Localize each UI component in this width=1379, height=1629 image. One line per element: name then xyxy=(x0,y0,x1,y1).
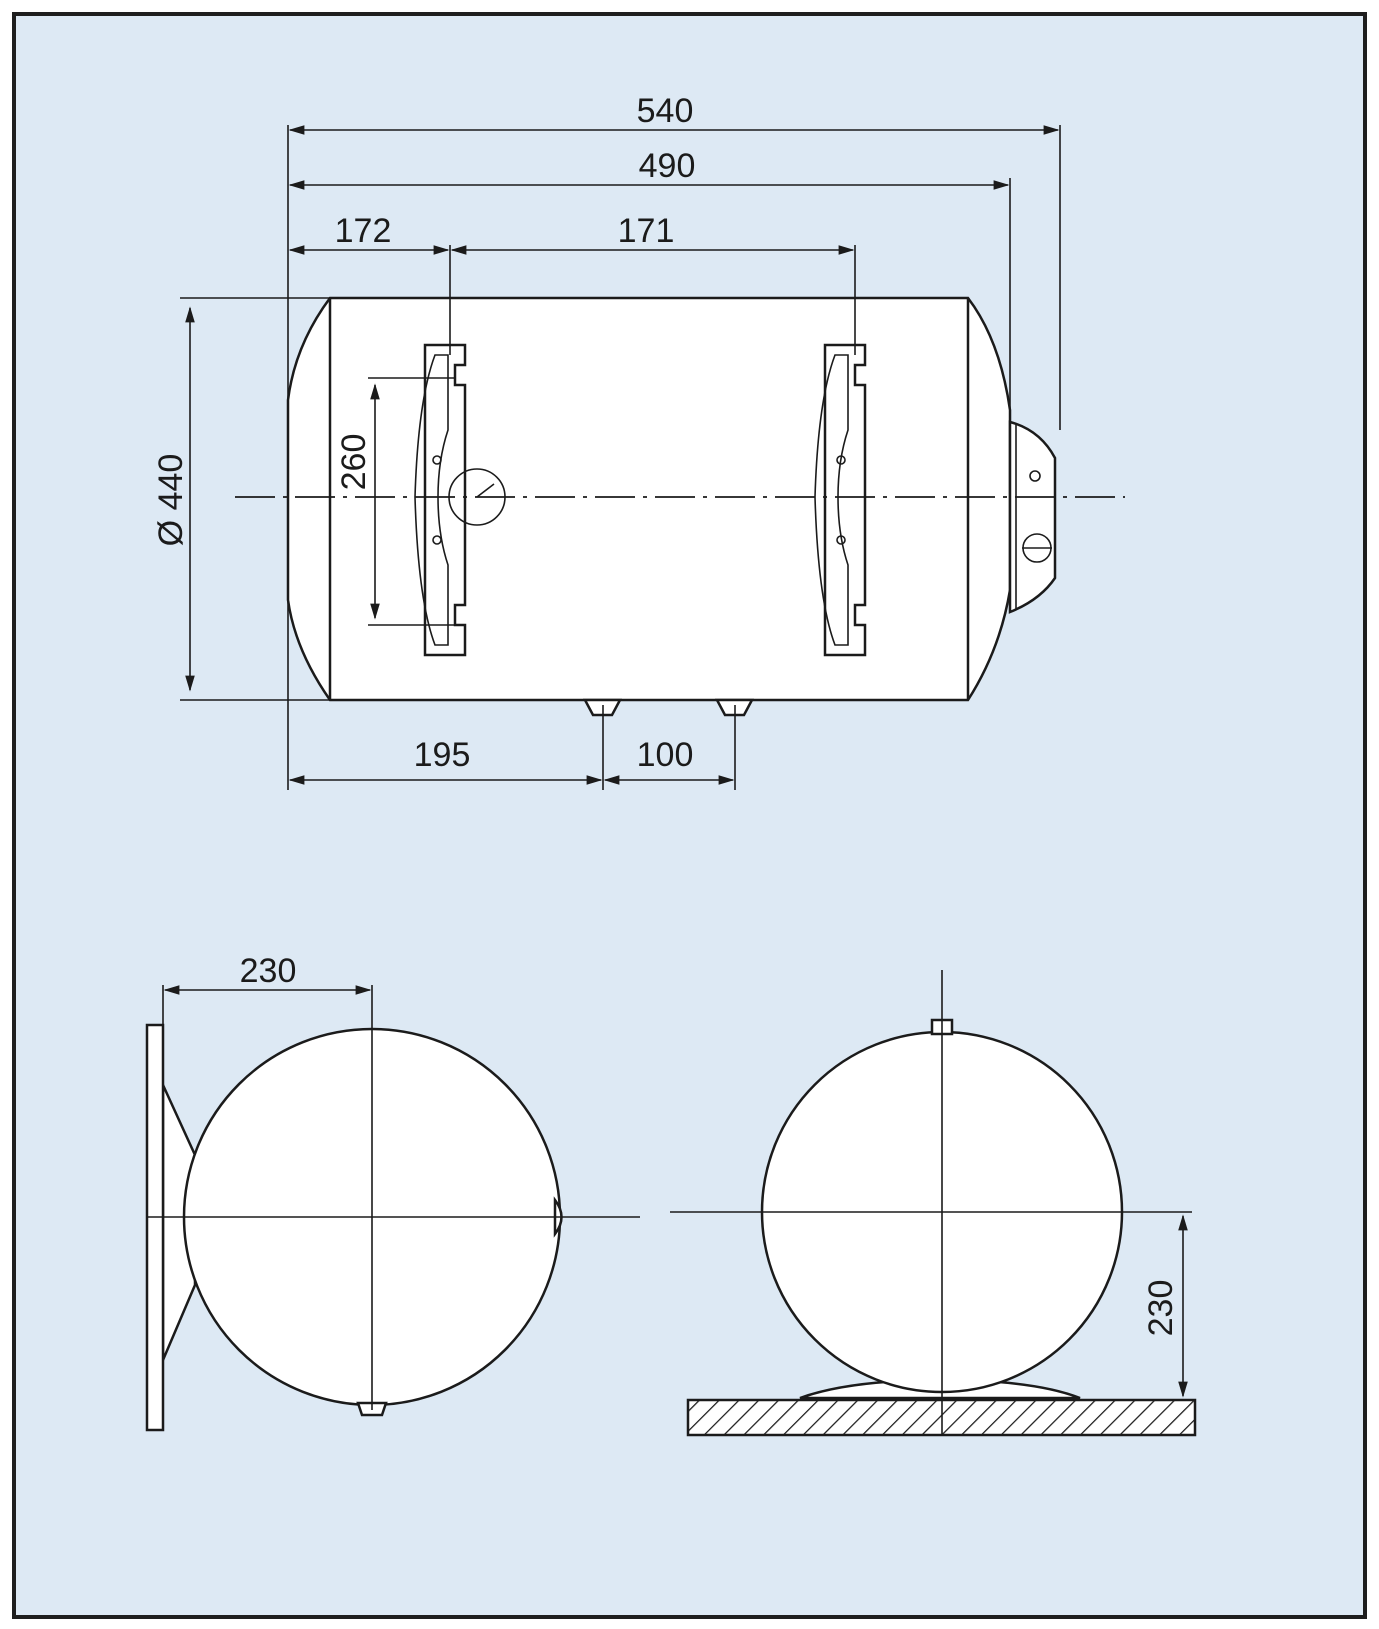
dim-diameter: Ø 440 xyxy=(152,454,190,547)
dim-overall-length: 540 xyxy=(637,92,694,130)
dim-pipe-spacing: 100 xyxy=(637,736,694,774)
dim-pipe-offset: 195 xyxy=(414,736,471,774)
mount-bracket-left xyxy=(414,343,467,657)
dim-mount-length: 490 xyxy=(639,147,696,185)
tank-body xyxy=(286,296,1012,702)
dim-axis-height: 230 xyxy=(1142,1280,1180,1337)
end-view-wall: 230 xyxy=(145,952,640,1432)
side-view: 540 490 172 171 Ø 440 260 195 100 xyxy=(152,92,1125,790)
mount-bracket-right xyxy=(814,343,867,657)
terminal-box xyxy=(1008,420,1057,614)
wall-plate xyxy=(145,1023,165,1432)
dim-bracket-height: 260 xyxy=(335,434,373,491)
bolt-icon xyxy=(1029,470,1041,482)
dim-wall-offset: 230 xyxy=(240,952,297,990)
dim-bracket-spacing: 171 xyxy=(618,212,675,250)
end-view-floor: 230 xyxy=(670,970,1197,1437)
dim-bracket-offset: 172 xyxy=(335,212,392,250)
drawing-frame xyxy=(12,12,1367,1619)
